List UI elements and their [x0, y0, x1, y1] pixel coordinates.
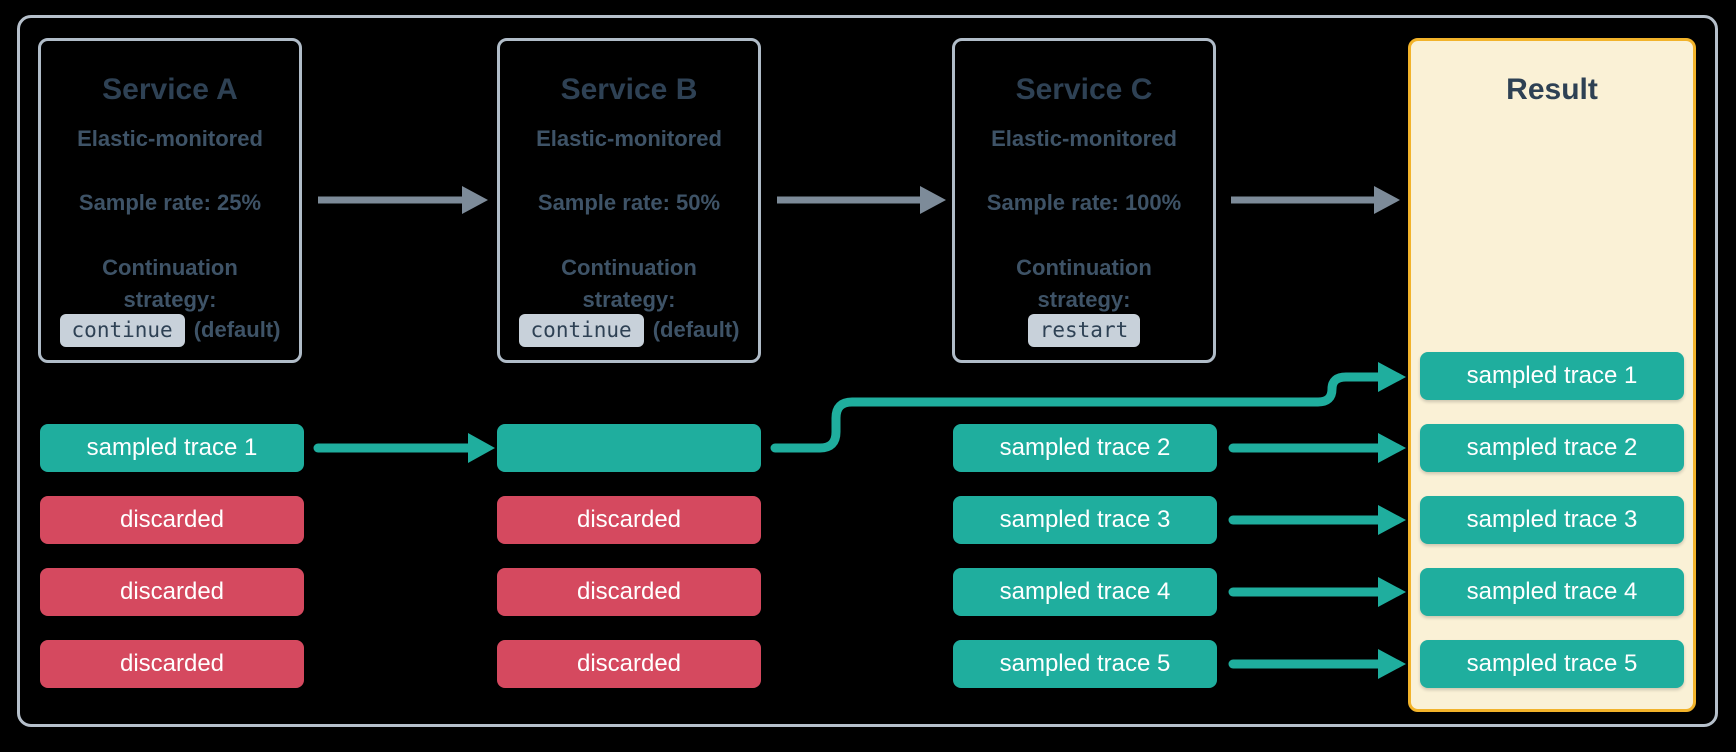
- trace-chip-c-sampled-2: sampled trace 2: [953, 424, 1217, 472]
- result-title: Result: [1506, 73, 1598, 106]
- service-a-box: Service A Elastic-monitored Sample rate:…: [38, 38, 302, 363]
- trace-chip-a-discarded-2: discarded: [40, 568, 304, 616]
- service-b-title: Service B: [560, 73, 698, 106]
- result-chip-sampled-4: sampled trace 4: [1420, 568, 1684, 616]
- service-c-title: Service C: [1015, 73, 1153, 106]
- service-a-strategy-label: strategy:: [123, 287, 217, 312]
- trace-chip-c-sampled-3: sampled trace 3: [953, 496, 1217, 544]
- service-a-monitored: Elastic-monitored: [77, 126, 263, 151]
- service-c-strategy-badge: restart: [1027, 313, 1141, 347]
- trace-chip-c-sampled-4: sampled trace 4: [953, 568, 1217, 616]
- service-a-strategy-note: (default): [193, 317, 281, 342]
- result-chip-sampled-1: sampled trace 1: [1420, 352, 1684, 400]
- outer-container: [17, 15, 1718, 727]
- service-b-strategy-badge: continue: [518, 313, 644, 347]
- service-a-strategy-row: continue (default): [41, 313, 299, 347]
- service-c-monitored: Elastic-monitored: [991, 126, 1177, 151]
- service-c-strategy-row: restart: [955, 313, 1213, 347]
- trace-chip-a-discarded-3: discarded: [40, 640, 304, 688]
- service-b-strategy-note: (default): [652, 317, 740, 342]
- result-chip-sampled-5: sampled trace 5: [1420, 640, 1684, 688]
- service-c-continuation-label: Continuation: [1016, 255, 1152, 280]
- trace-chip-b-discarded-1: discarded: [497, 496, 761, 544]
- service-a-sample-rate: Sample rate: 25%: [78, 190, 262, 215]
- service-b-strategy-label: strategy:: [582, 287, 676, 312]
- service-b-sample-rate: Sample rate: 50%: [537, 190, 721, 215]
- result-chip-sampled-2: sampled trace 2: [1420, 424, 1684, 472]
- service-c-strategy-label: strategy:: [1037, 287, 1131, 312]
- trace-chip-b-discarded-2: discarded: [497, 568, 761, 616]
- service-b-strategy-row: continue (default): [500, 313, 758, 347]
- trace-chip-a-discarded-1: discarded: [40, 496, 304, 544]
- service-b-monitored: Elastic-monitored: [536, 126, 722, 151]
- result-chip-sampled-3: sampled trace 3: [1420, 496, 1684, 544]
- service-c-box: Service C Elastic-monitored Sample rate:…: [952, 38, 1216, 363]
- trace-chip-c-sampled-5: sampled trace 5: [953, 640, 1217, 688]
- trace-chip-b-sampled-unlabeled: [497, 424, 761, 472]
- service-b-box: Service B Elastic-monitored Sample rate:…: [497, 38, 761, 363]
- trace-chip-b-discarded-3: discarded: [497, 640, 761, 688]
- service-c-sample-rate: Sample rate: 100%: [986, 190, 1182, 215]
- service-a-strategy-badge: continue: [59, 313, 185, 347]
- service-b-continuation-label: Continuation: [561, 255, 697, 280]
- service-a-continuation-label: Continuation: [102, 255, 238, 280]
- service-a-title: Service A: [102, 73, 238, 106]
- trace-chip-a-sampled-1: sampled trace 1: [40, 424, 304, 472]
